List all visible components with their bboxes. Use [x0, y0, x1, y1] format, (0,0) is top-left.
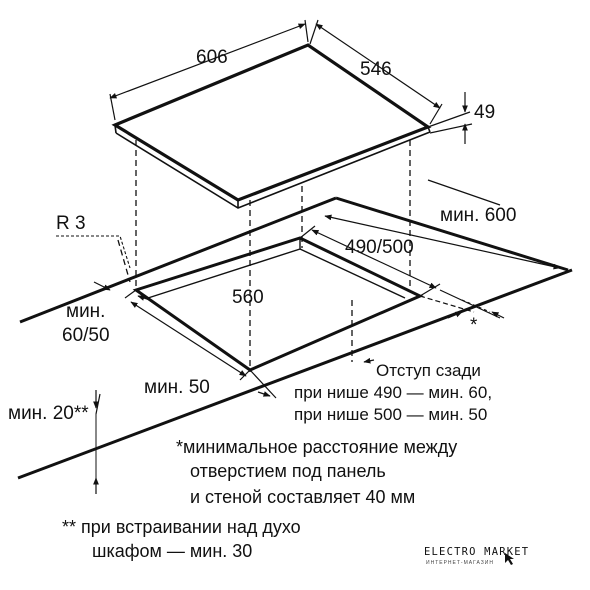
note-rear-1: Отступ сзади: [376, 361, 481, 380]
dimension-49: [427, 92, 473, 144]
note-rear-2: при нише 490 — мин. 60,: [294, 383, 493, 402]
label-546: 546: [360, 59, 392, 80]
note-dstar-1: ** при встраивании над духо: [62, 517, 301, 537]
dimension-side-gap: [93, 281, 151, 301]
dimension-min-600: [324, 179, 561, 270]
label-560: 560: [232, 287, 264, 308]
label-606: 606: [196, 47, 228, 68]
logo-name: ELECTRO MARKET: [424, 546, 530, 558]
label-min-side-2: 60/50: [62, 325, 110, 346]
note-star-1: *минимальное расстояние между: [176, 437, 458, 457]
label-min-600: мин. 600: [440, 205, 517, 226]
note-star-2: отверстием под панель: [190, 461, 386, 481]
label-min-side-1: мин.: [66, 301, 106, 322]
label-490-500: 490/500: [345, 237, 414, 258]
dimension-560: [124, 289, 251, 381]
label-min-20: мин. 20**: [8, 403, 89, 424]
dimension-front-gap: [249, 357, 375, 399]
note-rear-3: при нише 500 — мин. 50: [294, 405, 488, 424]
electro-market-logo: ELECTRO MARKET ИНТЕРНЕТ-МАГАЗИН: [418, 528, 548, 584]
rear-gap: [419, 289, 505, 319]
label-49: 49: [474, 102, 496, 123]
note-star-3: и стеной составляет 40 мм: [190, 487, 416, 507]
dimension-546: [309, 19, 443, 125]
note-dstar-2: шкафом — мин. 30: [92, 541, 253, 561]
label-min-50: мин. 50: [144, 377, 210, 398]
cursor-icon: [505, 553, 514, 565]
radius-leader: [56, 235, 131, 269]
logo-tagline: ИНТЕРНЕТ-МАГАЗИН: [426, 560, 494, 566]
dimension-606: [109, 19, 309, 121]
label-r3: R 3: [56, 213, 86, 234]
label-star: *: [470, 315, 478, 336]
